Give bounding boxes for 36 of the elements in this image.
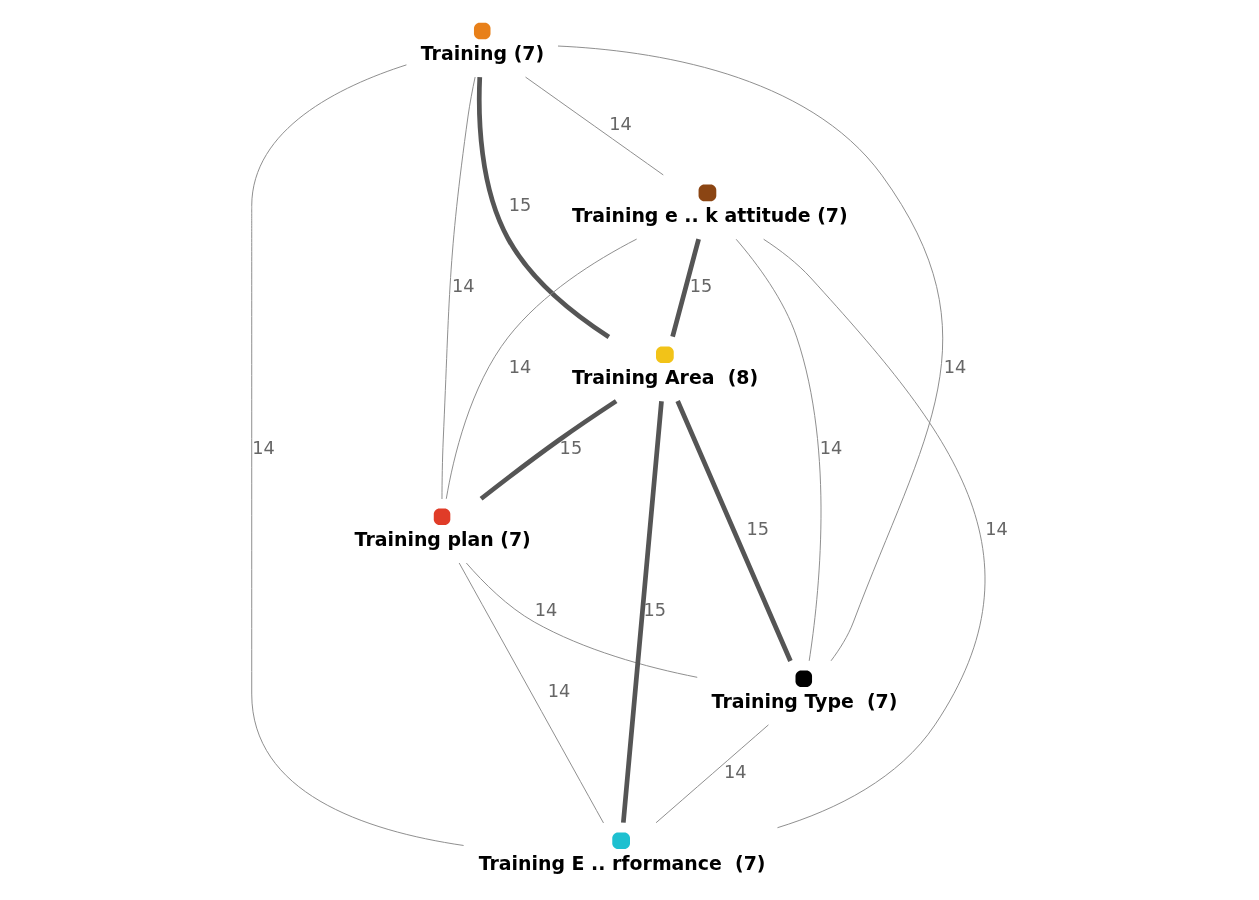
edge-label: 14 [547, 681, 570, 702]
edge-label: 15 [745, 519, 769, 540]
edge-label: 15 [689, 276, 712, 297]
connector [250, 64, 464, 846]
node-label: Training Area (8) [571, 366, 758, 389]
edge-label: 14 [608, 114, 632, 135]
edge-label: 14 [943, 357, 966, 378]
connector [557, 45, 943, 662]
connector [675, 400, 793, 662]
node-label: Training e .. k attitude (7) [571, 204, 848, 227]
connector [524, 76, 664, 176]
connector [762, 238, 985, 829]
edge-label: 14 [723, 762, 746, 783]
connector [465, 562, 698, 678]
connector [479, 399, 617, 501]
connector [655, 724, 769, 824]
edge-label: 15 [508, 195, 531, 216]
edge-label: 14 [984, 519, 1008, 540]
edge-label: 15 [559, 438, 582, 459]
connector [669, 238, 701, 338]
node-label: Training Type (7) [711, 690, 897, 713]
connector [735, 238, 821, 662]
connector [458, 562, 604, 824]
connector [476, 77, 610, 339]
edge-label: 14 [451, 276, 475, 297]
edge-label: 14 [534, 600, 557, 621]
connector [441, 76, 476, 500]
node-label: Training plan (7) [354, 528, 531, 551]
edge-label: 14 [508, 357, 531, 378]
node-label: Training E .. rformance (7) [478, 852, 765, 874]
node-label: Training (7) [420, 42, 544, 65]
edge-label: 14 [251, 438, 275, 459]
connector [445, 238, 637, 500]
edge-label: 14 [819, 438, 842, 459]
connector [620, 400, 664, 823]
edge-label: 15 [643, 600, 666, 621]
